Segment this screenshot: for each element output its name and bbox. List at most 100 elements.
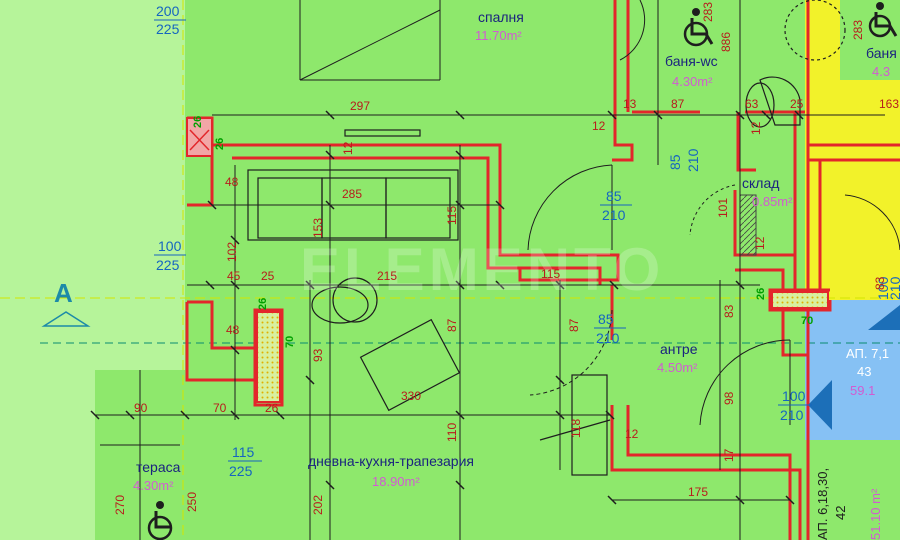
wheelchair-icon: [683, 8, 714, 47]
hall-name: антре: [660, 341, 698, 357]
dimension-label: 17: [722, 448, 736, 462]
dimension-label: 118: [569, 419, 583, 438]
green-mark: 70: [801, 315, 813, 327]
dimension-label: 250: [185, 492, 199, 512]
hall-area: 4.50m²: [657, 360, 698, 375]
opening-bottom: 210: [780, 407, 804, 423]
bedroom-name: спалня: [478, 9, 524, 25]
stair-arrow-icon: [808, 380, 832, 430]
insulated-column: [256, 311, 281, 403]
opening-top: 200: [156, 3, 180, 19]
opening-bottom: 225: [229, 463, 253, 479]
dimension-label: 175: [688, 485, 708, 499]
dimension-label: 90: [134, 401, 148, 415]
terrace-fill: [95, 370, 190, 540]
watermark: ELEMENTO: [300, 236, 664, 303]
dimension-label: 115: [445, 206, 459, 225]
dimension-label: 12: [625, 427, 639, 441]
bathroom-right-area: 4.3: [872, 64, 890, 79]
apartment-upper-area: 59.1: [850, 383, 875, 398]
green-mark: 26: [214, 138, 226, 150]
wheelchair-icon-right: [868, 2, 898, 38]
bath-right-fill: [840, 0, 900, 80]
apartment-floor: [185, 0, 805, 540]
apartment-6-fill: [805, 440, 900, 540]
opening-top: 85: [606, 188, 622, 204]
dimension-label: 163: [879, 97, 899, 111]
dimension-label: 83: [722, 304, 736, 318]
door-swings: [527, 0, 900, 426]
opening-bottom: 210: [887, 276, 900, 300]
section-marker: A: [41, 278, 91, 327]
opening-bottom: 225: [156, 257, 180, 273]
furniture: [247, 0, 846, 476]
terrace-area: 4.30m²: [133, 478, 174, 493]
storage-area: 0.85m²: [752, 194, 793, 209]
stair-arrow-icon-upper: [868, 305, 900, 330]
living-name: дневна-кухня-трапезария: [308, 453, 474, 469]
column-x-mark: [189, 129, 210, 151]
dimension-label: 98: [722, 391, 736, 405]
dimension-label: 283: [701, 2, 715, 22]
dimension-label: 202: [311, 495, 325, 515]
bedroom-area: 11.70m²: [475, 28, 522, 43]
apartment-lower-sub: 42: [833, 506, 848, 520]
bathroom-name: баня-wc: [665, 53, 718, 69]
green-marks: 26 26 26 70 70 26: [192, 116, 813, 348]
svg-text:A: A: [54, 278, 73, 308]
dimension-label: 283: [851, 20, 865, 40]
opening-bottom: 210: [596, 330, 620, 346]
dimension-label: 70: [213, 401, 227, 415]
dimension-label: 153: [311, 218, 325, 238]
apartment-lower-label: АП. 6,18,30,: [815, 468, 830, 540]
green-mark: 26: [755, 288, 767, 300]
storage-name: склад: [742, 175, 779, 191]
dimension-lines: [95, 0, 885, 540]
dimension-label: 83: [873, 276, 887, 290]
opening-bottom: 210: [602, 207, 626, 223]
dimension-label: 297: [350, 99, 370, 113]
opening-top: 100: [875, 276, 891, 300]
dimension-label: 48: [225, 175, 239, 189]
dimension-label: 12: [749, 121, 763, 135]
dimension-label: 48: [226, 323, 240, 337]
dimension-label: 63: [745, 97, 759, 111]
dimension-label: 110: [445, 423, 459, 442]
dimension-label: 26: [265, 401, 279, 415]
dimension-label: 25: [790, 97, 804, 111]
dimension-label: 87: [567, 318, 581, 332]
dimension-label: 102: [225, 242, 239, 262]
dimension-label: 101: [716, 198, 730, 218]
opening-top: 100: [158, 238, 182, 254]
apartment-upper-label: АП. 7,1: [846, 346, 889, 361]
opening-labels: 200 225 100 225 85 210 85 210 85 210 100…: [154, 3, 900, 479]
dimension-label: 87: [671, 97, 685, 111]
opening-top: 85: [667, 154, 683, 170]
green-mark: 26: [257, 298, 269, 310]
dimension-label: 285: [342, 187, 362, 201]
walls: [185, 0, 900, 540]
opening-top: 85: [598, 311, 614, 327]
dimension-label: 45: [227, 269, 241, 283]
opening-bottom: 225: [156, 21, 180, 37]
dimension-label: 25: [261, 269, 275, 283]
opening-top: 100: [782, 388, 806, 404]
dimension-label: 13: [623, 97, 637, 111]
green-mark: 70: [284, 336, 296, 348]
dimension-label: 886: [719, 32, 733, 52]
apartment-lower-area: 51.10 m²: [868, 488, 883, 540]
dimension-labels: 297 13 87 63 25 163 283 886 283 12 12 12…: [113, 2, 899, 515]
dimension-label: 330: [401, 389, 421, 403]
bathroom-area: 4.30m²: [672, 74, 713, 89]
bathroom-right-name: баня: [866, 45, 897, 61]
dimension-label: 215: [377, 269, 397, 283]
wheelchair-icon-terrace: [147, 501, 173, 540]
dimension-label: 115: [541, 267, 560, 281]
opening-top: 115: [232, 444, 255, 460]
living-area: 18.90m²: [372, 474, 420, 489]
dimension-label: 93: [311, 348, 325, 362]
terrace-name: тераса: [136, 459, 181, 475]
green-mark: 26: [192, 116, 204, 128]
